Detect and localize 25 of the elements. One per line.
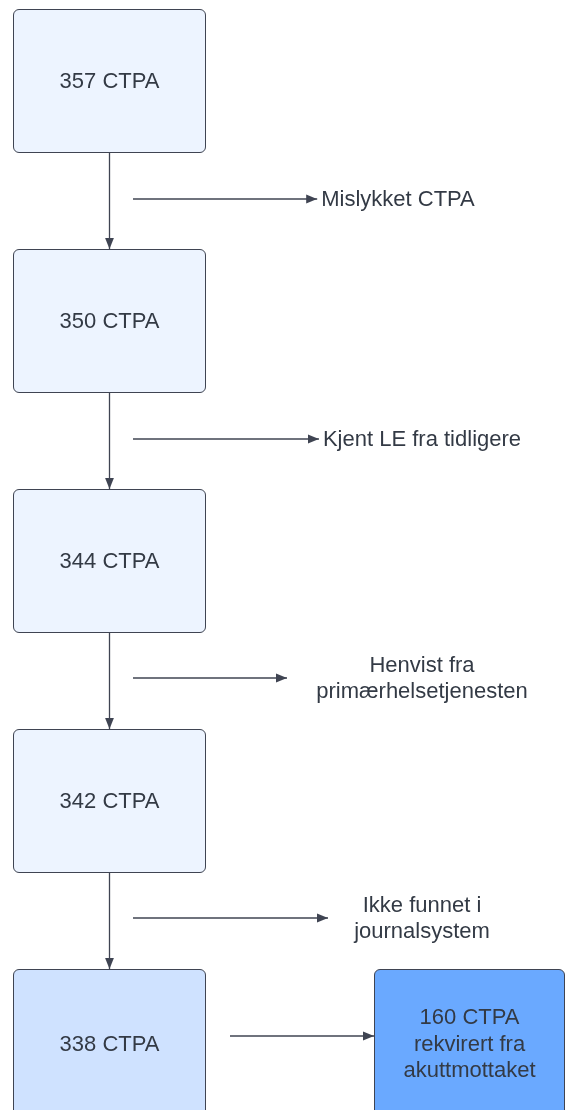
arrow [105, 632, 114, 730]
exclusion-label: Kjent LE fra tidligere [322, 425, 522, 453]
process-box [13, 9, 206, 153]
exclusion-label: Mislykket CTPA [321, 185, 475, 213]
arrow [132, 434, 320, 444]
process-box [13, 489, 206, 633]
count-label: 338 CTPA [59, 1030, 160, 1058]
arrow [132, 673, 288, 683]
count-label: 357 CTPA [59, 67, 160, 95]
process-box [374, 969, 565, 1110]
count-label: 344 CTPA [59, 547, 160, 575]
count-label: 350 CTPA [59, 307, 160, 335]
arrow [105, 392, 114, 490]
process-box [13, 729, 206, 873]
arrow [229, 1031, 375, 1041]
exclusion-label: Ikke funnet i journalsystem [332, 891, 512, 945]
count-label: 342 CTPA [59, 787, 160, 815]
process-box [13, 249, 206, 393]
count-label: 160 CTPA rekvirert fra akuttmottaket [402, 1004, 537, 1084]
arrow [132, 194, 318, 204]
arrow [105, 872, 114, 970]
arrow [132, 913, 329, 923]
process-box [13, 969, 206, 1110]
exclusion-label: Henvist fra primærhelsetjenesten [291, 651, 553, 705]
arrow [105, 152, 114, 250]
